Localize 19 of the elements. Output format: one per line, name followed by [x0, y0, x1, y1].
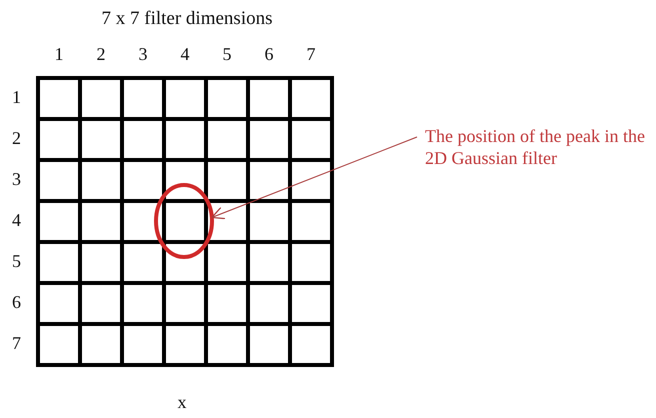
column-number: 2 [96, 44, 106, 65]
column-number: 4 [180, 44, 190, 65]
column-number: 7 [306, 44, 316, 65]
row-number: 7 [12, 332, 21, 354]
row-number: 4 [12, 210, 21, 230]
highlight-circle [154, 183, 214, 259]
row-number: 1 [12, 86, 21, 108]
column-number: 6 [264, 44, 274, 65]
row-number: 3 [12, 168, 21, 190]
row-number: 2 [12, 128, 21, 148]
column-number: 5 [222, 44, 232, 65]
callout-text: The position of the peak in the 2D Gaussian filter [425, 125, 655, 169]
row-number: 6 [12, 292, 21, 312]
row-number: 5 [12, 250, 21, 272]
diagram-title: 7 x 7 filter dimensions [102, 8, 272, 30]
column-number: 1 [54, 44, 64, 65]
leader-arrow [211, 136, 418, 220]
axis-label: x [178, 392, 186, 413]
column-number: 3 [138, 44, 148, 65]
